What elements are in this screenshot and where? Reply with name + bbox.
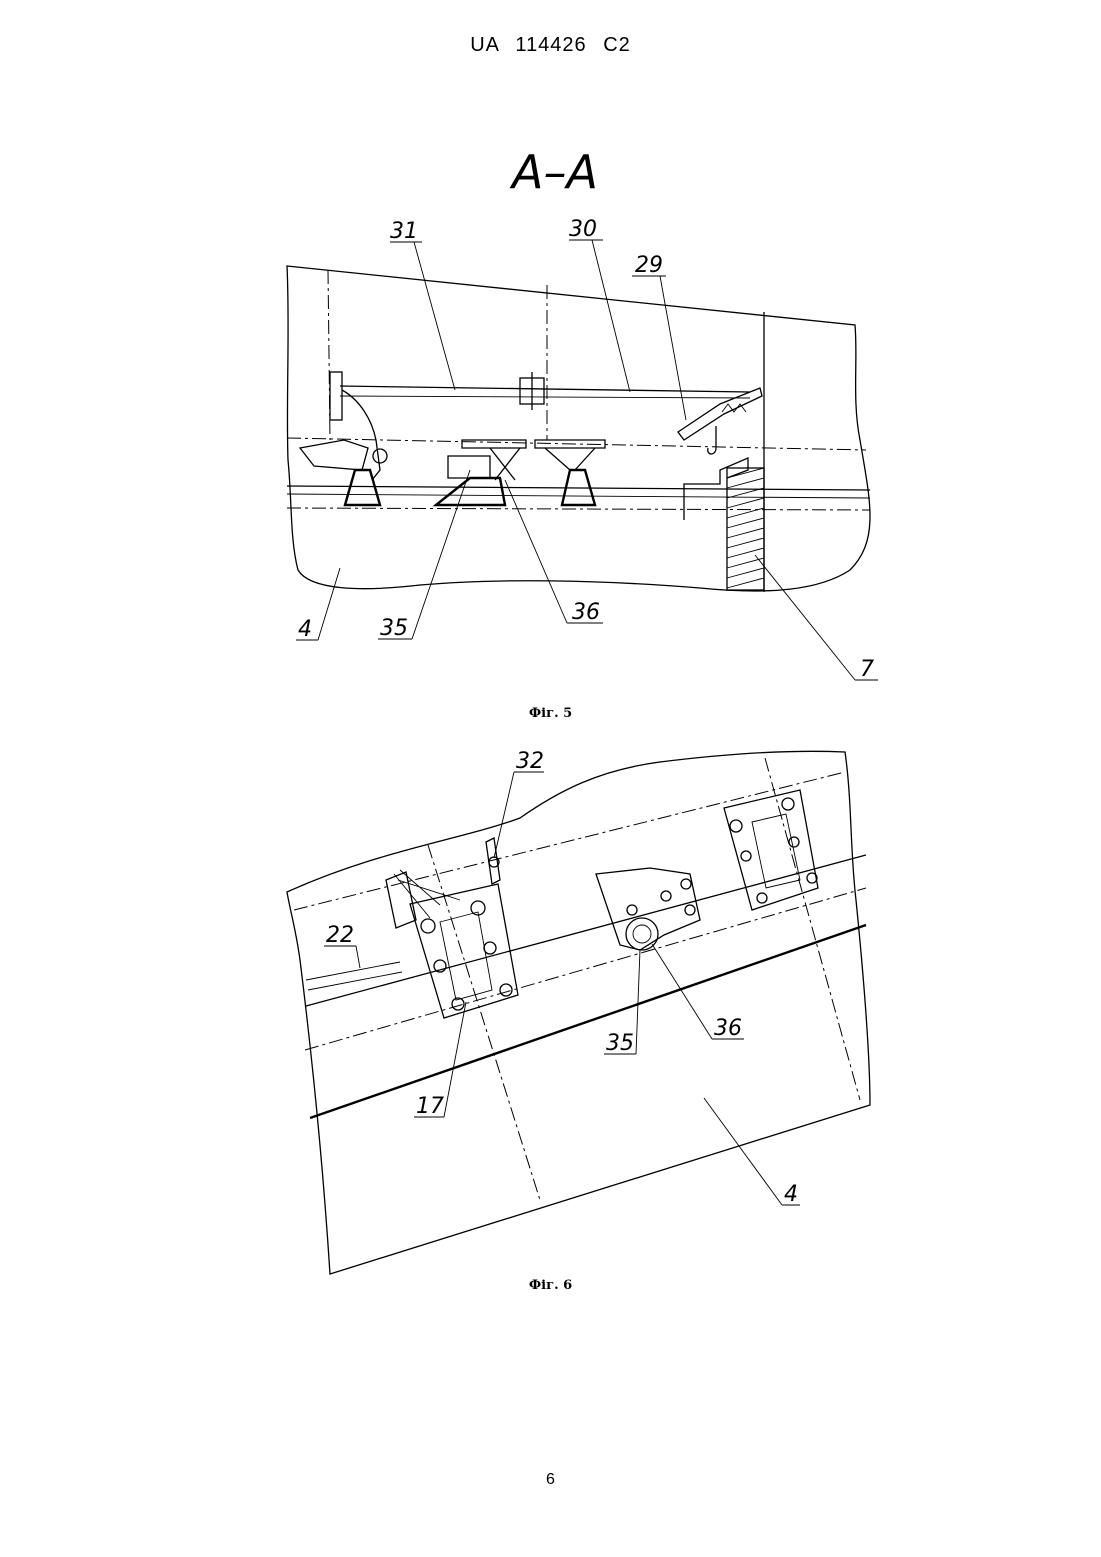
fig6-bolt: [500, 984, 512, 996]
leader-4: [704, 1098, 782, 1205]
fig6-rod-32: [486, 838, 500, 884]
page-number: 6: [0, 1471, 1101, 1489]
fig6-outline: [287, 751, 870, 1274]
fig6-bolt: [484, 942, 496, 954]
leader-36: [652, 944, 712, 1039]
fig6-bolt: [789, 837, 799, 847]
fig6-left-plate-inner: [440, 912, 492, 1000]
fig6-bushing-inner: [633, 925, 651, 943]
figure-6-caption: Фіг. 6: [0, 1278, 1101, 1293]
label-4: 4: [784, 1182, 798, 1207]
fig6-center-bracket: [596, 868, 700, 950]
leader-35: [636, 950, 640, 1054]
fig6-axis: [294, 772, 845, 910]
fig6-bolt: [730, 820, 742, 832]
label-32: 32: [516, 749, 544, 774]
fig6-bolt: [661, 891, 671, 901]
label-36: 36: [714, 1016, 742, 1041]
fig6-right-plate-inner: [752, 814, 800, 888]
fig6-bolt: [757, 893, 767, 903]
label-22: 22: [326, 923, 354, 948]
leader-22: [356, 946, 360, 968]
fig6-bolt: [685, 905, 695, 915]
fig6-bolt: [681, 879, 691, 889]
fig6-bolt: [421, 919, 435, 933]
fig6-beam-22: [306, 962, 402, 990]
leader-17: [444, 1002, 466, 1117]
fig6-edge: [306, 855, 866, 1006]
fig6-bolt: [782, 798, 794, 810]
fig6-bolt: [741, 851, 751, 861]
fig6-bolt: [807, 873, 817, 883]
fig6-right-plate: [724, 790, 818, 910]
label-17: 17: [416, 1094, 444, 1119]
fig6-edge: [310, 925, 866, 1118]
label-35: 35: [606, 1031, 634, 1056]
fig6-axis: [428, 845, 540, 1200]
leader-32: [494, 772, 514, 858]
fig6-axis: [765, 758, 860, 1100]
fig6-axis: [305, 888, 866, 1050]
fig6-bolt: [627, 905, 637, 915]
